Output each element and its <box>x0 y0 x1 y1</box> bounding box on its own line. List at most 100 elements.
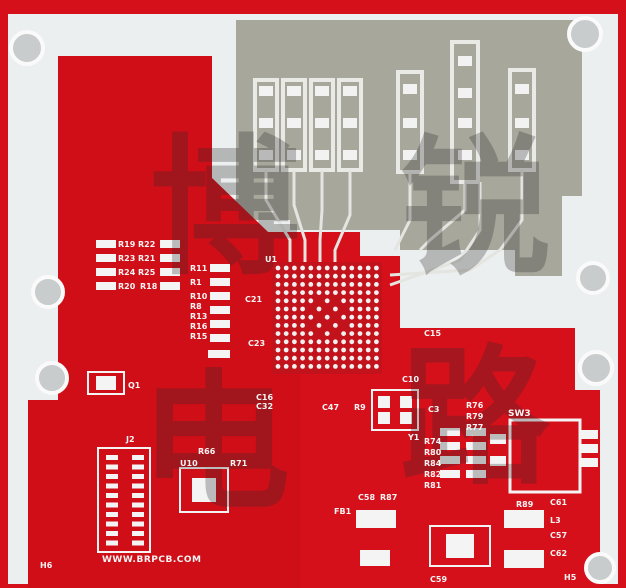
label-h5: H5 <box>564 573 577 582</box>
label-u10: U10 <box>180 459 198 468</box>
bga-ball <box>316 265 322 271</box>
bga-ball <box>316 339 322 345</box>
bga-ball <box>283 339 289 345</box>
bga-ball <box>341 355 346 361</box>
bga-ball <box>308 339 314 345</box>
label-r24: R24 <box>118 268 136 277</box>
label-r81: R81 <box>424 481 442 490</box>
bga-ball <box>374 323 379 328</box>
label-r82: R82 <box>424 470 441 479</box>
bga-ball <box>292 323 297 328</box>
bga-ball <box>300 306 305 312</box>
connector-pin <box>106 502 118 508</box>
bga-ball <box>349 339 355 345</box>
watermark-url: WWW.BRPCB.COM <box>102 555 201 565</box>
label-r25: R25 <box>138 268 156 277</box>
bga-ball <box>283 298 289 304</box>
bga-ball <box>300 339 305 345</box>
bga-ball <box>324 355 330 361</box>
bga-ball <box>365 347 371 353</box>
connector-pin <box>132 521 144 527</box>
bga-ball <box>300 273 305 279</box>
label-r12: R12 <box>212 351 229 360</box>
bga-ball <box>333 339 338 345</box>
bga-ball <box>365 273 371 279</box>
bga-ball <box>333 290 338 295</box>
label-r9: R9 <box>354 403 366 412</box>
bga-ball <box>333 355 338 361</box>
connector-pin <box>132 502 144 508</box>
connector-pin <box>132 455 144 460</box>
label-r19: R19 <box>118 240 136 249</box>
connector-pin <box>132 474 144 479</box>
label-c3: C3 <box>428 405 439 414</box>
bga-ball <box>349 314 355 320</box>
bga-ball <box>341 314 346 320</box>
bga-ball <box>292 355 297 361</box>
bga-ball <box>283 364 289 369</box>
label-r80: R80 <box>424 448 442 457</box>
pad-rects-top <box>259 56 529 160</box>
bga-ball <box>374 347 379 353</box>
watermark-glyph-3: 电 <box>140 357 290 531</box>
label-r8: R8 <box>190 302 202 311</box>
label-r66: R66 <box>198 447 216 456</box>
bga-ball <box>349 306 355 312</box>
bga-ball <box>365 339 371 345</box>
label-r71: R71 <box>230 459 248 468</box>
bga-ball <box>357 314 363 320</box>
bga-ball <box>308 265 314 271</box>
watermark-glyph-2: 锐 <box>400 122 550 296</box>
bga-ball <box>292 331 297 336</box>
resistor-pads-top-left <box>96 240 180 290</box>
bga-ball <box>292 298 297 304</box>
bga-ball <box>292 265 297 271</box>
bga-ball <box>341 298 346 304</box>
label-y1: Y1 <box>407 433 420 442</box>
soldermask-shade <box>28 56 300 588</box>
bga-ball <box>283 265 289 271</box>
label-h6: H6 <box>40 561 53 570</box>
bga-ball <box>275 347 281 353</box>
connector-pin <box>106 493 118 498</box>
bga-ball <box>333 364 338 369</box>
label-c10: C10 <box>402 375 419 384</box>
bga-ball <box>292 282 297 287</box>
label-c21: C21 <box>245 295 262 304</box>
bga-ball <box>349 298 355 304</box>
bga-ball <box>365 314 371 320</box>
bga-ball <box>341 331 346 336</box>
bga-ball <box>374 314 379 320</box>
label-r23: R23 <box>118 254 135 263</box>
bga-ball <box>324 265 330 271</box>
routing-traces <box>264 170 524 287</box>
bga-ball <box>308 314 314 320</box>
label-fb1: FB1 <box>334 507 352 516</box>
bga-ball <box>357 323 363 328</box>
label-q1: Q1 <box>128 381 141 390</box>
mounting-holes <box>9 16 616 584</box>
bga-ball <box>333 282 338 287</box>
bga-ball <box>308 273 314 279</box>
label-c47: C47 <box>322 403 339 412</box>
bga-ball <box>365 282 371 287</box>
watermark-glyph-1: 博 <box>150 122 300 296</box>
bga-ball <box>349 323 355 328</box>
label-c57: C57 <box>550 531 567 540</box>
label-r15: R15 <box>190 332 208 341</box>
bga-ball <box>357 282 363 287</box>
label-u1: U1 <box>265 255 277 264</box>
bga-ball <box>300 347 305 353</box>
connector-pin <box>106 455 118 460</box>
connector-pin <box>106 474 118 479</box>
bga-ball <box>316 347 322 353</box>
bga-ball <box>374 339 379 345</box>
bga-ball <box>316 290 322 295</box>
bga-ball <box>357 265 363 271</box>
bga-ball <box>341 290 346 295</box>
bga-ball <box>324 314 330 320</box>
bga-ball <box>324 290 330 295</box>
bga-ball <box>333 265 338 271</box>
bga-ball <box>292 314 297 320</box>
